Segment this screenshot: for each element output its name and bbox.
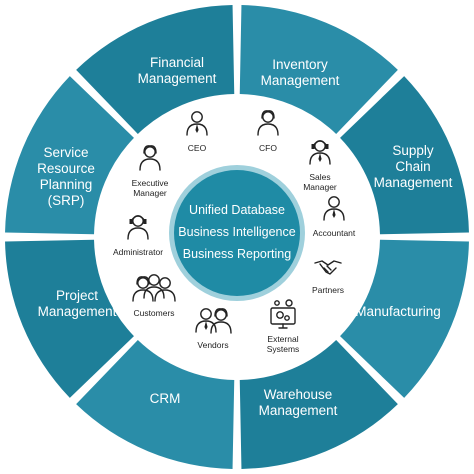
role-cfo: CFO — [257, 110, 279, 153]
role-label: Manager — [133, 188, 167, 198]
segment-label-line: Management — [138, 71, 217, 86]
role-customers-group: Customers — [132, 274, 176, 318]
hub-line-3: Business Reporting — [183, 247, 291, 261]
segment-shape — [5, 239, 134, 398]
segment-label-line: Warehouse — [264, 387, 333, 402]
role-label: Administrator — [113, 247, 163, 257]
segment-label-line: Resource — [37, 161, 95, 176]
role-label: Manager — [303, 182, 337, 192]
vendors-icon — [195, 308, 232, 334]
segment-3: Manufacturing — [340, 239, 469, 398]
accountant-icon — [323, 196, 345, 221]
role-label: CEO — [188, 143, 207, 153]
segment-shape — [239, 5, 398, 134]
segment-label-line: Manufacturing — [355, 304, 441, 319]
segment-label-line: Management — [38, 304, 117, 319]
segment-label-line: Management — [259, 403, 338, 418]
hub-line-1: Unified Database — [189, 203, 285, 217]
ceo-icon — [186, 111, 208, 136]
segment-label-line: Management — [261, 73, 340, 88]
segment-shape — [340, 239, 469, 398]
segment-label-line: CRM — [150, 391, 181, 406]
segment-shape — [76, 5, 235, 134]
segment-label-line: Chain — [395, 159, 430, 174]
role-accountant: Accountant — [313, 196, 356, 238]
role-label: Accountant — [313, 228, 356, 238]
administrator-icon — [127, 215, 149, 240]
role-vendors: Vendors — [195, 308, 232, 350]
segment-shape — [5, 76, 134, 235]
segment-5: CRM — [76, 340, 235, 469]
hub: Unified Database Business Intelligence B… — [169, 165, 305, 301]
role-label: External — [267, 334, 298, 344]
segment-label-line: (SRP) — [48, 193, 85, 208]
segment-shape — [340, 76, 469, 235]
segment-label-line: Planning — [40, 177, 93, 192]
segment-label-line: Management — [374, 175, 453, 190]
segment-label-line: Service — [43, 145, 88, 160]
customers-group-icon — [132, 274, 176, 302]
segment-label-line: Inventory — [272, 57, 328, 72]
segment-label-line: Project — [56, 288, 98, 303]
hub-line-2: Business Intelligence — [178, 225, 295, 239]
handshake-icon — [314, 260, 342, 275]
role-label: Systems — [267, 344, 300, 354]
role-label: CFO — [259, 143, 277, 153]
segment-label-line: Supply — [392, 143, 434, 158]
segment-label-line: Financial — [150, 55, 204, 70]
role-label: Vendors — [197, 340, 228, 350]
sales-manager-icon — [309, 140, 331, 165]
segment-shape — [239, 340, 398, 469]
role-handshake: Partners — [312, 260, 344, 295]
cfo-icon — [257, 110, 279, 136]
executive-manager-icon — [139, 145, 161, 171]
role-label: Executive — [132, 178, 169, 188]
role-label: Sales — [309, 172, 330, 182]
segment-shape — [76, 340, 235, 469]
role-label: Partners — [312, 285, 344, 295]
role-label: Customers — [133, 308, 174, 318]
computer-network-icon — [270, 299, 296, 329]
role-administrator: Administrator — [113, 215, 163, 257]
outer-ring: FinancialManagementInventoryManagementSu… — [5, 5, 469, 469]
hub-disc — [174, 170, 300, 296]
role-ceo: CEO — [186, 111, 208, 153]
